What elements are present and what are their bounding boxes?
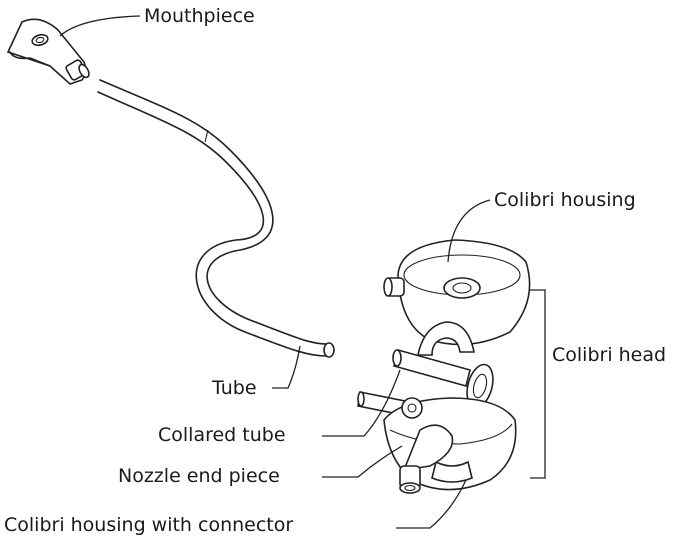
label-colibri-housing-with-connector: Colibri housing with connector [4, 514, 294, 536]
mouthpiece-part [6, 18, 90, 85]
leader-colibri-housing [447, 199, 491, 263]
label-tube: Tube [212, 377, 257, 399]
nozzle-end-piece-part [399, 424, 454, 494]
leader-nozzle-end-piece [322, 445, 403, 478]
leader-tube [272, 345, 301, 389]
label-mouthpiece: Mouthpiece [144, 5, 255, 27]
label-colibri-housing: Colibri housing [494, 189, 636, 211]
leader-collared-tube [322, 369, 401, 437]
tube-part [97, 79, 335, 358]
label-collared-tube: Collared tube [158, 424, 286, 446]
label-colibri-head: Colibri head [552, 344, 667, 366]
leader-colibri-housing-with-connector [396, 479, 467, 529]
label-nozzle-end-piece: Nozzle end piece [118, 465, 280, 487]
leader-mouthpiece [59, 15, 141, 37]
bracket-colibri-head [530, 289, 546, 479]
colibri-housing-part [383, 239, 531, 356]
